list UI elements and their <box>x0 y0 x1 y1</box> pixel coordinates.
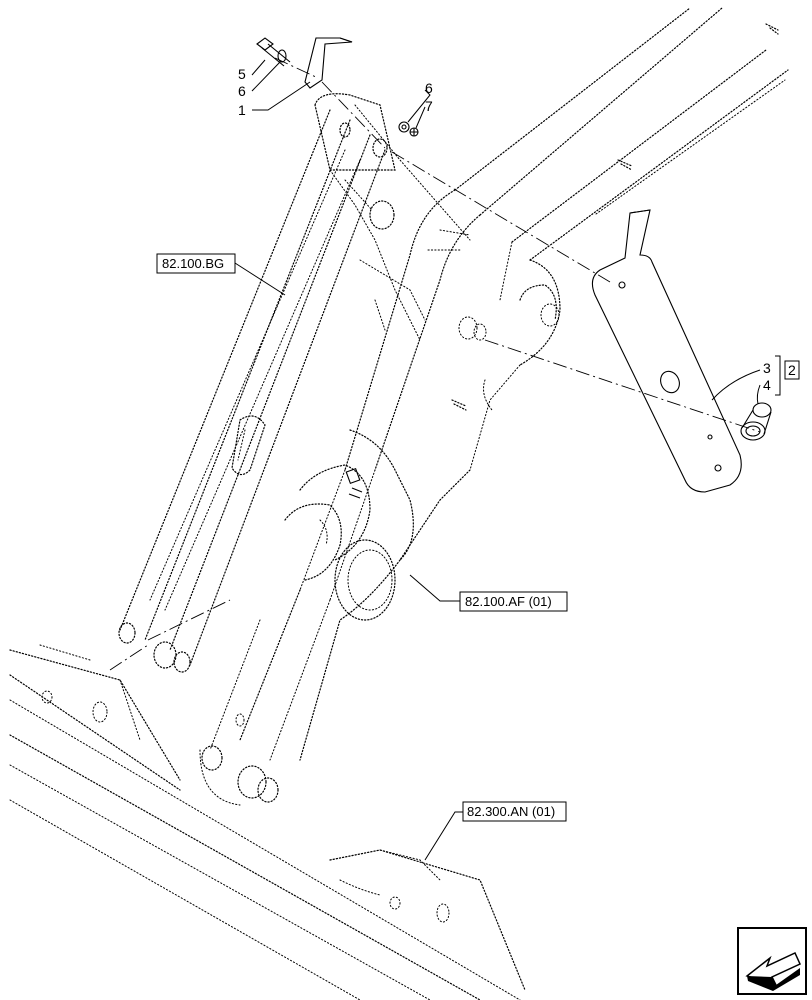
bucket-frame <box>9 644 526 1000</box>
callout-4: 4 <box>763 377 771 393</box>
ref-82-300-an-label: 82.300.AN (01) <box>467 804 555 819</box>
bushing-part-4 <box>740 402 772 441</box>
callout-2-box <box>784 360 800 380</box>
nut-7 <box>409 127 419 137</box>
ref-82-300-an[interactable]: 82.300.AN (01) <box>462 801 567 822</box>
callout-7: 7 <box>425 98 433 114</box>
ref-82-100-af-label: 82.100.AF (01) <box>465 594 552 609</box>
bracket-part-1 <box>304 37 353 89</box>
plate-part-3 <box>591 209 742 493</box>
callout-1: 1 <box>238 102 246 118</box>
peg-top <box>765 23 779 35</box>
callout-6-right: 6 <box>425 80 433 96</box>
peg-lower <box>451 399 467 411</box>
lower-pivot <box>199 713 279 806</box>
callout-5: 5 <box>238 66 246 82</box>
callout-2: 2 <box>788 362 796 378</box>
lift-cylinder <box>118 109 388 673</box>
leader-lines <box>234 59 781 861</box>
navigation-arrow-icon[interactable] <box>737 927 807 995</box>
washer-6-top <box>277 49 287 63</box>
bracket-body <box>284 93 560 621</box>
ref-82-100-bg-label: 82.100.BG <box>162 256 224 271</box>
ref-82-100-af[interactable]: 82.100.AF (01) <box>459 591 568 612</box>
washer-6-right <box>398 121 410 133</box>
callout-3: 3 <box>763 360 771 376</box>
callout-6-top: 6 <box>238 83 246 99</box>
peg-mid <box>617 159 633 171</box>
assembly-center-lines <box>109 57 761 671</box>
ref-82-100-bg[interactable]: 82.100.BG <box>156 253 236 274</box>
boom-arm <box>209 7 789 761</box>
